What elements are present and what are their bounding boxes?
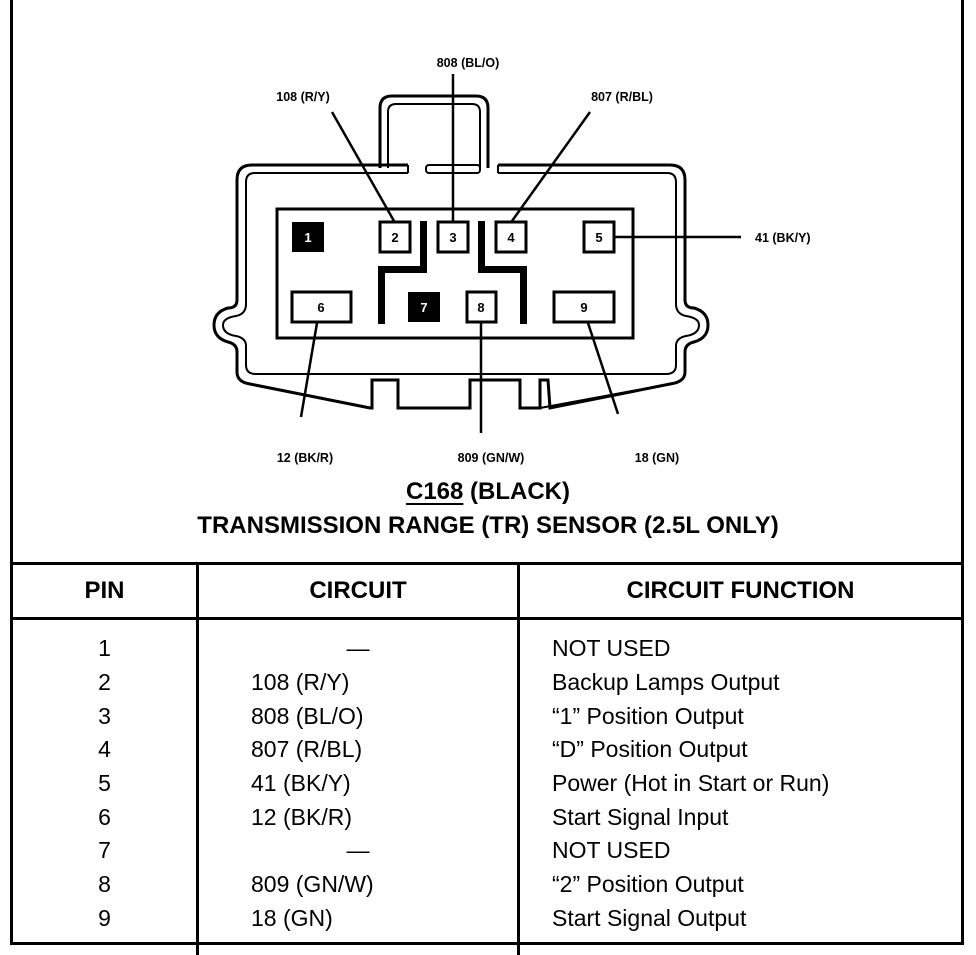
circuit-cell: 41 (BK/Y)	[198, 767, 519, 801]
function-cell: Power (Hot in Start or Run)	[519, 767, 962, 801]
connector-face-diagram: 1 2 3 4 5 6 7 8 9 808 (BL/	[0, 0, 976, 470]
function-cell: “2” Position Output	[519, 868, 962, 902]
table-row: 9 18 (GN) Start Signal Output	[13, 902, 961, 955]
pin-8: 8	[467, 292, 496, 322]
table-row: 7 — NOT USED	[13, 834, 961, 868]
table-row: 6 12 (BK/R) Start Signal Input	[13, 800, 961, 834]
pin-function-table: PIN CIRCUIT CIRCUIT FUNCTION 1 — NOT USE…	[13, 562, 961, 955]
pin-2: 2	[380, 222, 410, 252]
svg-text:9: 9	[580, 300, 587, 315]
circuit-cell: 807 (R/BL)	[198, 733, 519, 767]
svg-text:5: 5	[595, 230, 602, 245]
header-circuit-function: CIRCUIT FUNCTION	[519, 564, 962, 619]
table-row: 3 808 (BL/O) “1” Position Output	[13, 699, 961, 733]
wire-label-pin-9: 18 (GN)	[635, 451, 679, 465]
function-cell: “D” Position Output	[519, 733, 962, 767]
svg-text:1: 1	[304, 230, 311, 245]
connector-title: C168 (BLACK)	[0, 478, 976, 506]
wire-label-pin-2: 108 (R/Y)	[276, 90, 330, 104]
circuit-cell: 809 (GN/W)	[198, 868, 519, 902]
table-row: 1 — NOT USED	[13, 619, 961, 666]
svg-text:8: 8	[477, 300, 484, 315]
pin-9: 9	[554, 292, 614, 322]
circuit-cell: 18 (GN)	[198, 902, 519, 955]
wire-label-pin-4: 807 (R/BL)	[591, 90, 653, 104]
pin-cell: 2	[13, 666, 198, 700]
pin-6: 6	[292, 292, 351, 322]
pin-cell: 6	[13, 800, 198, 834]
svg-text:3: 3	[449, 230, 456, 245]
pin-4: 4	[496, 222, 526, 252]
pin-1: 1	[292, 222, 324, 252]
component-name: TRANSMISSION RANGE (TR) SENSOR (2.5L ONL…	[0, 512, 976, 540]
function-cell: Start Signal Output	[519, 902, 962, 955]
header-circuit: CIRCUIT	[198, 564, 519, 619]
function-cell: NOT USED	[519, 619, 962, 666]
svg-text:2: 2	[391, 230, 398, 245]
connector-id: C168	[406, 478, 463, 505]
circuit-cell: —	[198, 619, 519, 666]
circuit-cell: 12 (BK/R)	[198, 800, 519, 834]
pin-5: 5	[584, 222, 614, 252]
pin-cell: 5	[13, 767, 198, 801]
pin-cell: 8	[13, 868, 198, 902]
pin-7: 7	[408, 292, 440, 322]
pin-3: 3	[438, 222, 468, 252]
pin-cell: 1	[13, 619, 198, 666]
svg-text:4: 4	[507, 230, 515, 245]
wire-label-pin-8: 809 (GN/W)	[458, 451, 525, 465]
table-header-row: PIN CIRCUIT CIRCUIT FUNCTION	[13, 564, 961, 619]
connector-color: (BLACK)	[470, 478, 570, 505]
function-cell: “1” Position Output	[519, 699, 962, 733]
wire-label-pin-6: 12 (BK/R)	[277, 451, 333, 465]
function-cell: Backup Lamps Output	[519, 666, 962, 700]
wire-label-pin-5: 41 (BK/Y)	[755, 231, 811, 245]
svg-text:6: 6	[317, 300, 324, 315]
circuit-cell: —	[198, 834, 519, 868]
table-row: 8 809 (GN/W) “2” Position Output	[13, 868, 961, 902]
table-row: 4 807 (R/BL) “D” Position Output	[13, 733, 961, 767]
pin-cell: 7	[13, 834, 198, 868]
pin-cell: 4	[13, 733, 198, 767]
function-cell: NOT USED	[519, 834, 962, 868]
header-pin: PIN	[13, 564, 198, 619]
circuit-cell: 808 (BL/O)	[198, 699, 519, 733]
pin-cell: 3	[13, 699, 198, 733]
table-row: 2 108 (R/Y) Backup Lamps Output	[13, 666, 961, 700]
pin-cell: 9	[13, 902, 198, 955]
function-cell: Start Signal Input	[519, 800, 962, 834]
svg-text:7: 7	[420, 300, 427, 315]
wire-label-pin-3: 808 (BL/O)	[437, 56, 500, 70]
circuit-cell: 108 (R/Y)	[198, 666, 519, 700]
table-row: 5 41 (BK/Y) Power (Hot in Start or Run)	[13, 767, 961, 801]
